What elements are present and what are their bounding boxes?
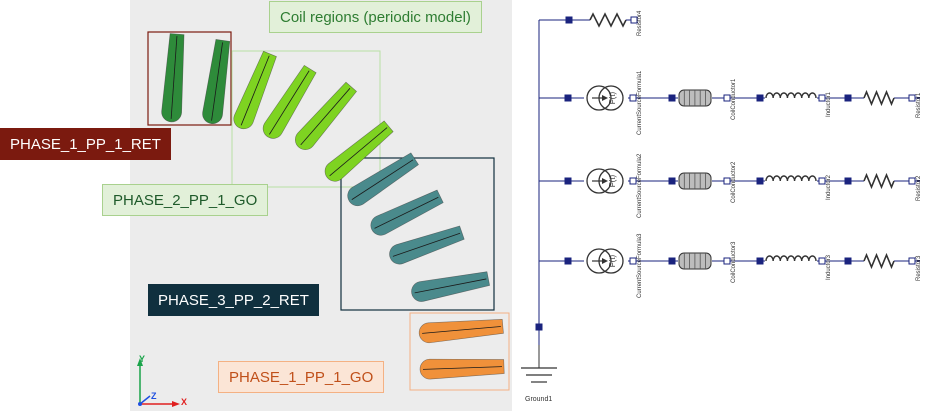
- region-label-phase1-pp1-go: PHASE_1_PP_1_GO: [218, 361, 385, 393]
- coil-3: [233, 50, 277, 130]
- inductor-label-3: Inductor3: [826, 254, 832, 280]
- region-box-phase3-ret: [340, 157, 495, 311]
- diagram-title: Coil regions (periodic model): [269, 1, 482, 33]
- axis-triad: [137, 358, 180, 407]
- coil-conductor-label-3: CoilConductor3: [731, 241, 737, 283]
- region-label-phase2-pp1-go: PHASE_2_PP_1_GO: [102, 184, 269, 216]
- current-source-label-3: CurrentSourceFormula3: [637, 233, 643, 298]
- coil-10: [411, 271, 490, 302]
- coil-6: [324, 120, 394, 182]
- resistor-label-1: Resistor1: [916, 92, 922, 118]
- inductor-label-1: Inductor1: [826, 91, 832, 117]
- resistor-label-3: Resistor3: [916, 255, 922, 281]
- coil-12: [419, 358, 505, 380]
- current-source-label-2: CurrentSourceFormula2: [637, 153, 643, 218]
- resistor4-label: Resistor4: [637, 10, 643, 36]
- coil-conductor-label-1: CoilConductor1: [731, 78, 737, 120]
- circuit-panel: [516, 0, 945, 411]
- y-axis-label: Y: [139, 354, 146, 364]
- coil-1: [161, 33, 185, 123]
- svg-text:F(t): F(t): [608, 174, 617, 187]
- coil-9: [389, 225, 465, 265]
- x-axis-label: X: [181, 397, 188, 407]
- resistor-label-2: Resistor2: [916, 175, 922, 201]
- coil-11: [418, 319, 504, 344]
- region-label-phase3-pp2-ret: PHASE_3_PP_2_RET: [148, 284, 319, 316]
- region-box-phase1-ret: [147, 31, 232, 126]
- region-box-phase1-go: [409, 312, 510, 391]
- coil-5: [295, 81, 357, 150]
- inductor-label-2: Inductor2: [826, 174, 832, 200]
- z-axis-label: Z: [151, 391, 157, 401]
- coil-model-view: [137, 31, 510, 407]
- svg-text:F(t): F(t): [608, 254, 617, 267]
- ground-label: Ground1: [525, 396, 553, 403]
- coil-conductor-label-2: CoilConductor2: [731, 161, 737, 203]
- coil-7: [347, 152, 419, 207]
- coil-2: [202, 39, 231, 124]
- region-label-phase1-pp1-ret: PHASE_1_PP_1_RET: [0, 128, 171, 160]
- coil-8: [370, 189, 444, 236]
- coil-4: [262, 64, 317, 139]
- region-box-phase2-go: [231, 50, 381, 188]
- svg-text:F(t): F(t): [608, 91, 617, 104]
- current-source-label-1: CurrentSourceFormula1: [637, 70, 643, 135]
